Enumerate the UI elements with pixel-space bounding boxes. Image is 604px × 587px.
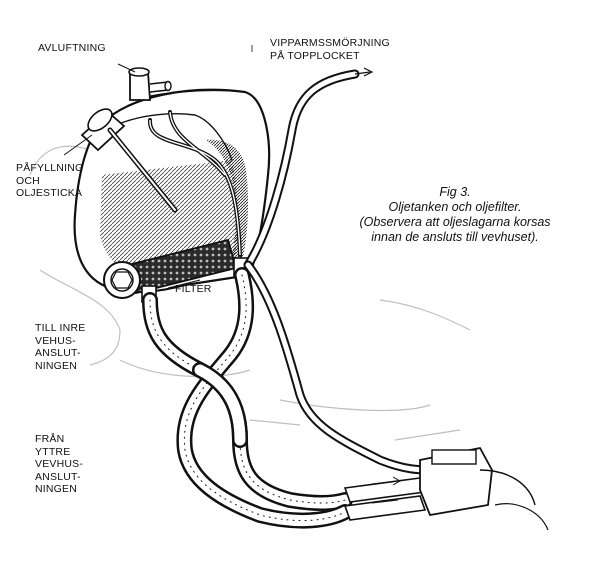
- caption-fig-number: Fig 3.: [439, 185, 471, 199]
- label-fran-yttre: FRÅN YTTRE VEVHUS- ANSLUT- NINGEN: [35, 433, 84, 495]
- label-pafyllning: PÅFYLLNING OCH OLJESTICKA: [16, 162, 84, 199]
- rocker-pipe: [243, 67, 435, 475]
- figure-caption: Fig 3. Oljetanken och oljefilter. (Obser…: [330, 185, 580, 245]
- engine-background: [29, 145, 471, 441]
- oil-filter: [103, 238, 238, 299]
- caption-title: Oljetanken och oljefilter.: [388, 200, 522, 214]
- oil-hoses: [142, 267, 353, 529]
- crankcase-connections: [343, 446, 549, 531]
- caption-note-2: innan de ansluts till vevhuset).: [371, 230, 539, 244]
- label-avluftning: AVLUFTNING: [38, 42, 106, 54]
- filler-and-dipstick: [63, 108, 178, 213]
- label-vipparmssmorjning: VIPPARMSSMÖRJNING PÅ TOPPLOCKET: [270, 37, 390, 62]
- breather-vent: [117, 63, 172, 101]
- label-filter: FILTER: [175, 283, 212, 295]
- caption-note-1: (Observera att oljeslagarna korsas: [359, 215, 551, 229]
- label-till-inre: TILL INRE VEHUS- ANSLUT- NINGEN: [35, 322, 86, 372]
